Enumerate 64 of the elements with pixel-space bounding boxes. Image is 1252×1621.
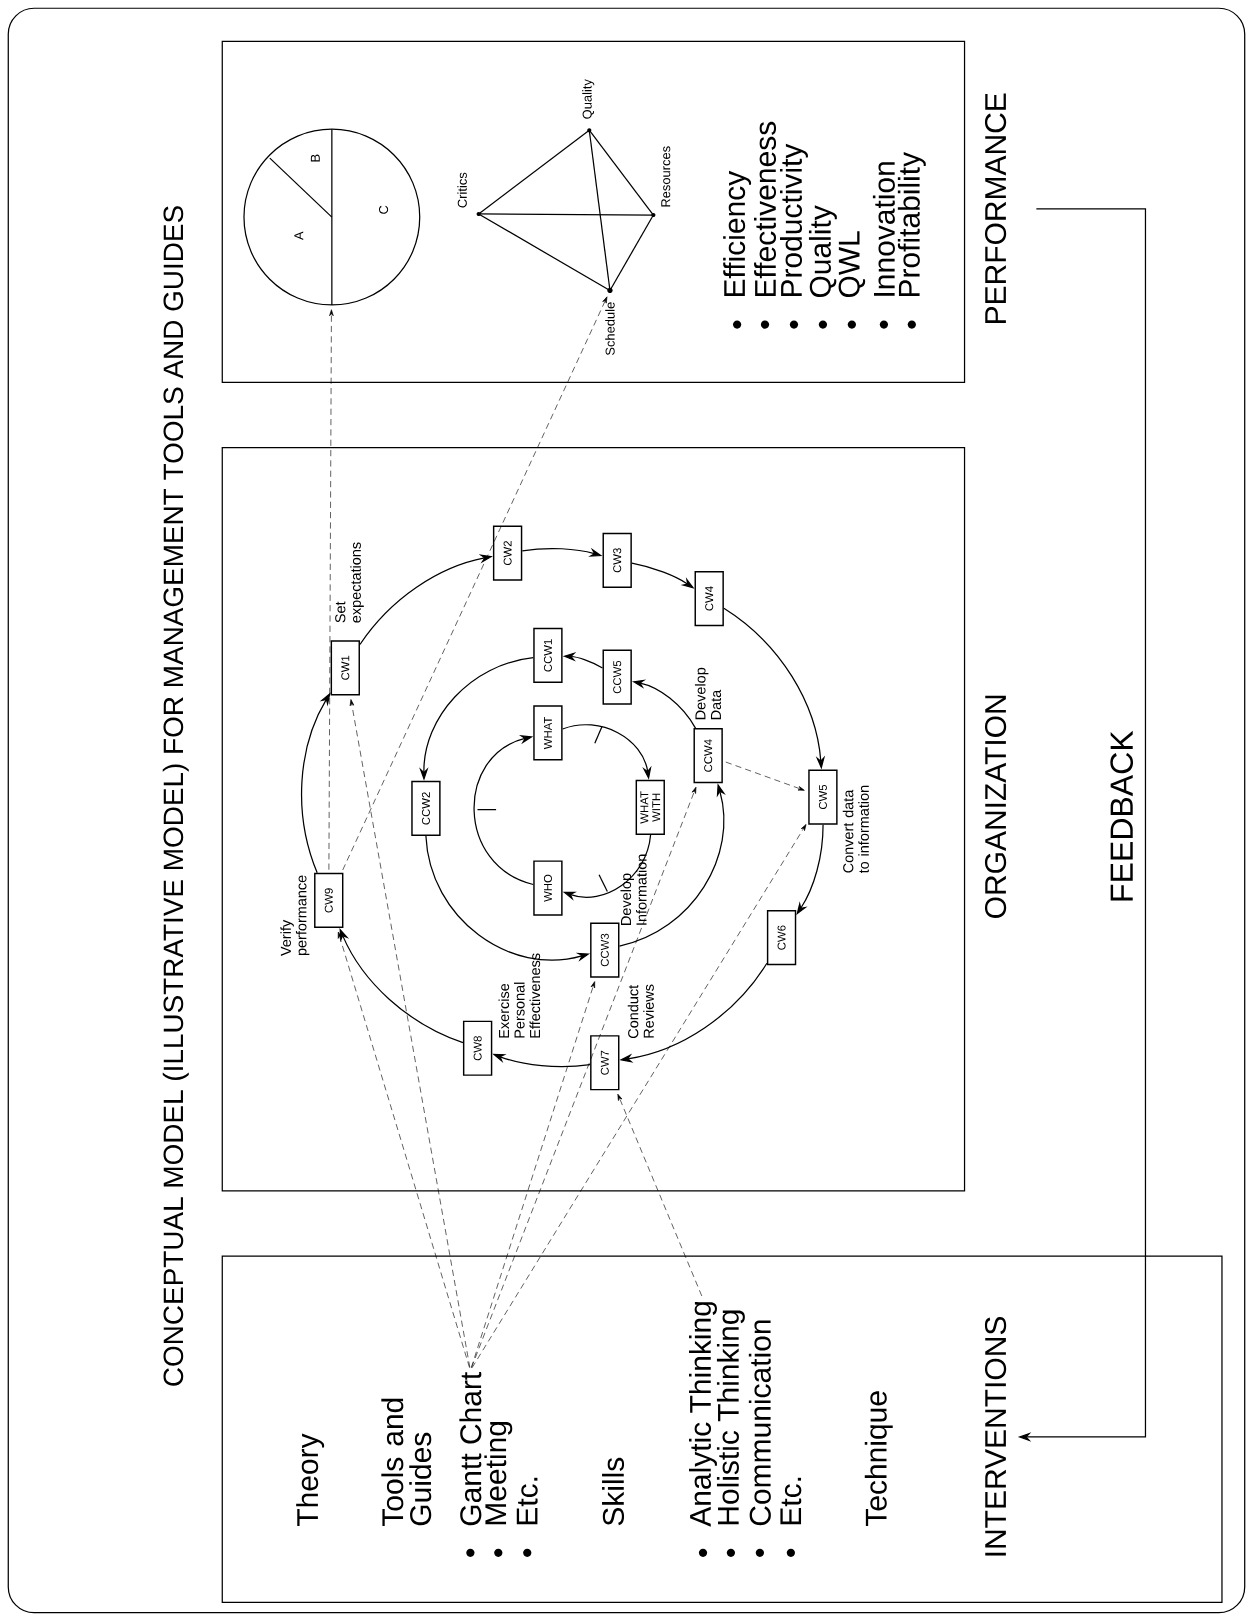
step-box: CW6 bbox=[766, 910, 797, 966]
arrow bbox=[471, 786, 697, 1368]
list-item: Etc. bbox=[516, 1477, 538, 1557]
list-item: Productivity bbox=[780, 143, 808, 329]
step-caption: Verify performance bbox=[280, 875, 310, 956]
step-box: WHAT bbox=[533, 705, 563, 761]
panel-heading: PERFORMANCE bbox=[985, 93, 1007, 323]
step-box: CW1 bbox=[330, 640, 360, 696]
step-box: CW5 bbox=[808, 769, 838, 825]
step-caption: Develop Information bbox=[620, 854, 647, 925]
step-box: CW3 bbox=[602, 532, 632, 588]
step-box: CCW2 bbox=[411, 780, 441, 837]
arrow bbox=[725, 761, 805, 791]
arrow bbox=[337, 931, 470, 1368]
vertex-label: Quality bbox=[582, 79, 595, 119]
vertex-label: Resources bbox=[661, 146, 671, 207]
segment-label: A bbox=[294, 231, 304, 240]
list-item: Analytic Thinking bbox=[689, 1302, 717, 1557]
arrow bbox=[471, 981, 596, 1368]
step-box: WHO bbox=[533, 860, 563, 916]
edge-label: FEEDBACK bbox=[1108, 728, 1136, 906]
list-item: Profitability bbox=[897, 152, 926, 329]
step-box: CW2 bbox=[492, 525, 523, 581]
section-heading: Theory bbox=[296, 1433, 325, 1527]
arrow bbox=[617, 1093, 703, 1297]
step-box: CCW4 bbox=[693, 728, 723, 784]
node-label: Gantt Chart bbox=[459, 1372, 482, 1526]
list-item: Etc. bbox=[780, 1477, 802, 1557]
arrow bbox=[342, 296, 608, 871]
section-heading: Tools and Guides bbox=[381, 1398, 432, 1527]
step-caption: Set expectations bbox=[335, 542, 364, 623]
section-heading: Technique bbox=[864, 1391, 893, 1527]
step-box: CW7 bbox=[590, 1035, 620, 1091]
panel-heading: ORGANIZATION bbox=[985, 695, 1007, 918]
list-item: Innovation bbox=[872, 162, 895, 329]
step-box: CW4 bbox=[694, 570, 724, 627]
arrow bbox=[349, 699, 471, 1368]
segment-label: C bbox=[379, 205, 389, 214]
step-caption: Develop Data bbox=[694, 667, 722, 720]
list-item: Communication bbox=[748, 1320, 771, 1557]
panel-heading: INTERVENTIONS bbox=[985, 1317, 1007, 1556]
segment-label: B bbox=[310, 154, 320, 162]
step-box: CCW3 bbox=[590, 922, 620, 978]
step-box: CW9 bbox=[314, 872, 344, 929]
list-item: Effectiveness bbox=[754, 121, 777, 329]
step-box: WHAT WITH bbox=[635, 779, 665, 835]
step-caption: Conduct Reviews bbox=[627, 984, 654, 1039]
step-box: CW8 bbox=[462, 1020, 493, 1076]
section-heading: Skills bbox=[602, 1457, 625, 1526]
list-item: Gantt Chart bbox=[459, 1372, 482, 1557]
list-item: Quality bbox=[808, 205, 837, 329]
list-item: Holistic Thinking bbox=[716, 1310, 745, 1557]
step-caption: Convert data to information bbox=[842, 785, 869, 874]
list-item: Efficiency bbox=[723, 170, 752, 329]
title: CONCEPTUAL MODEL (ILLUSTRATIVE MODEL) FOR MANAGEMENT TOOLS AND GUIDES bbox=[162, 206, 189, 1386]
step-caption: Exercise Personal Effectiveness bbox=[498, 953, 541, 1038]
vertex-label: Schedule bbox=[605, 302, 615, 356]
step-box: CCW5 bbox=[602, 649, 632, 705]
arrow bbox=[328, 309, 334, 871]
list-item: QWL bbox=[838, 231, 866, 329]
vertex-label: Critics bbox=[457, 172, 467, 208]
step-box: CCW1 bbox=[533, 627, 563, 683]
list-item: Meeting bbox=[484, 1422, 513, 1557]
arrow bbox=[471, 824, 807, 1369]
